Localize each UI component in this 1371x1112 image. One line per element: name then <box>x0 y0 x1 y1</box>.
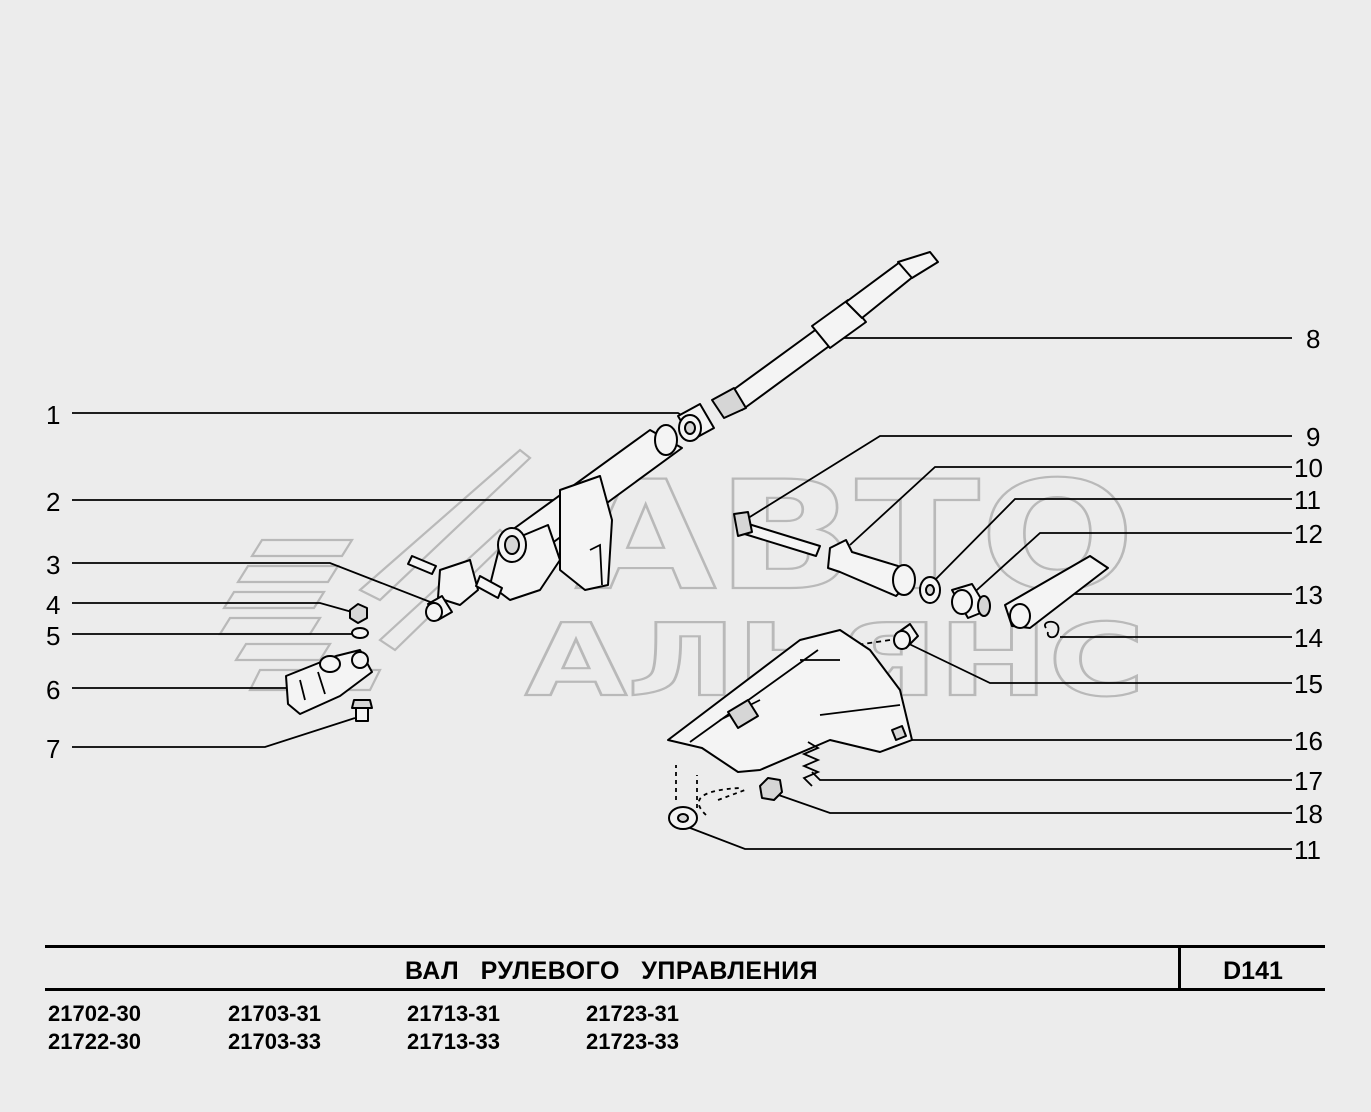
part-bushing-12 <box>951 583 991 619</box>
watermark-logo-icon <box>218 448 532 692</box>
callout-6: 6 <box>46 675 60 705</box>
title-divider <box>1178 948 1181 988</box>
part-bush-3 <box>425 595 453 622</box>
title-block: ВАЛ РУЛЕВОГО УПРАВЛЕНИЯ D141 <box>45 945 1325 991</box>
part-washer-11b <box>668 806 698 830</box>
callout-8: 8 <box>1306 324 1320 354</box>
callout-16: 16 <box>1294 726 1323 756</box>
part-bushing <box>677 403 715 442</box>
callout-4: 4 <box>46 590 60 620</box>
part-bolt-9 <box>733 511 821 557</box>
callout-7: 7 <box>46 734 60 764</box>
callout-15: 15 <box>1294 669 1323 699</box>
model-code: 21713-31 <box>407 1001 500 1026</box>
callout-10: 10 <box>1294 453 1323 483</box>
callout-2: 2 <box>46 487 60 517</box>
callout-11b: 11 <box>1294 835 1321 865</box>
model-code: 21702-30 <box>48 1001 141 1026</box>
assembly-arrows <box>675 765 746 816</box>
callout-18: 18 <box>1294 799 1323 829</box>
part-mounting-bracket <box>667 629 913 773</box>
callout-3: 3 <box>46 550 60 580</box>
part-adjustment-lever <box>1004 555 1109 629</box>
callout-11a: 11 <box>1294 485 1321 515</box>
part-plug-15 <box>849 623 919 650</box>
diagram-title: ВАЛ РУЛЕВОГО УПРАВЛЕНИЯ <box>404 957 819 985</box>
part-bolt-7 <box>351 699 373 722</box>
model-code: 21723-33 <box>586 1029 679 1054</box>
callout-12: 12 <box>1294 519 1323 549</box>
part-steering-shaft <box>711 251 939 419</box>
leader-lines <box>72 337 1292 850</box>
callout-13: 13 <box>1294 580 1323 610</box>
model-code: 21703-31 <box>228 1001 321 1026</box>
callout-1: 1 <box>46 400 60 430</box>
callout-5: 5 <box>46 621 60 651</box>
part-clip-14 <box>1044 620 1060 639</box>
model-code: 21722-30 <box>48 1029 141 1054</box>
callout-17: 17 <box>1294 766 1323 796</box>
callout-labels: 1 2 3 4 5 6 7 8 9 10 11 12 13 14 15 16 1… <box>46 324 1323 865</box>
part-nut-18 <box>759 777 783 801</box>
part-washer-11a <box>919 576 941 604</box>
part-universal-joint <box>285 649 373 715</box>
callout-9: 9 <box>1306 422 1320 452</box>
page-code: D141 <box>1223 957 1283 985</box>
part-spacer-sleeve <box>827 539 916 597</box>
part-nut-4 <box>349 603 368 624</box>
part-spring-17 <box>801 741 821 787</box>
model-code: 21703-33 <box>228 1029 321 1054</box>
model-code: 21713-33 <box>407 1029 500 1054</box>
callout-14: 14 <box>1294 623 1323 653</box>
model-code: 21723-31 <box>586 1001 679 1026</box>
part-column-tube <box>407 424 683 606</box>
part-washer-5 <box>351 627 369 639</box>
